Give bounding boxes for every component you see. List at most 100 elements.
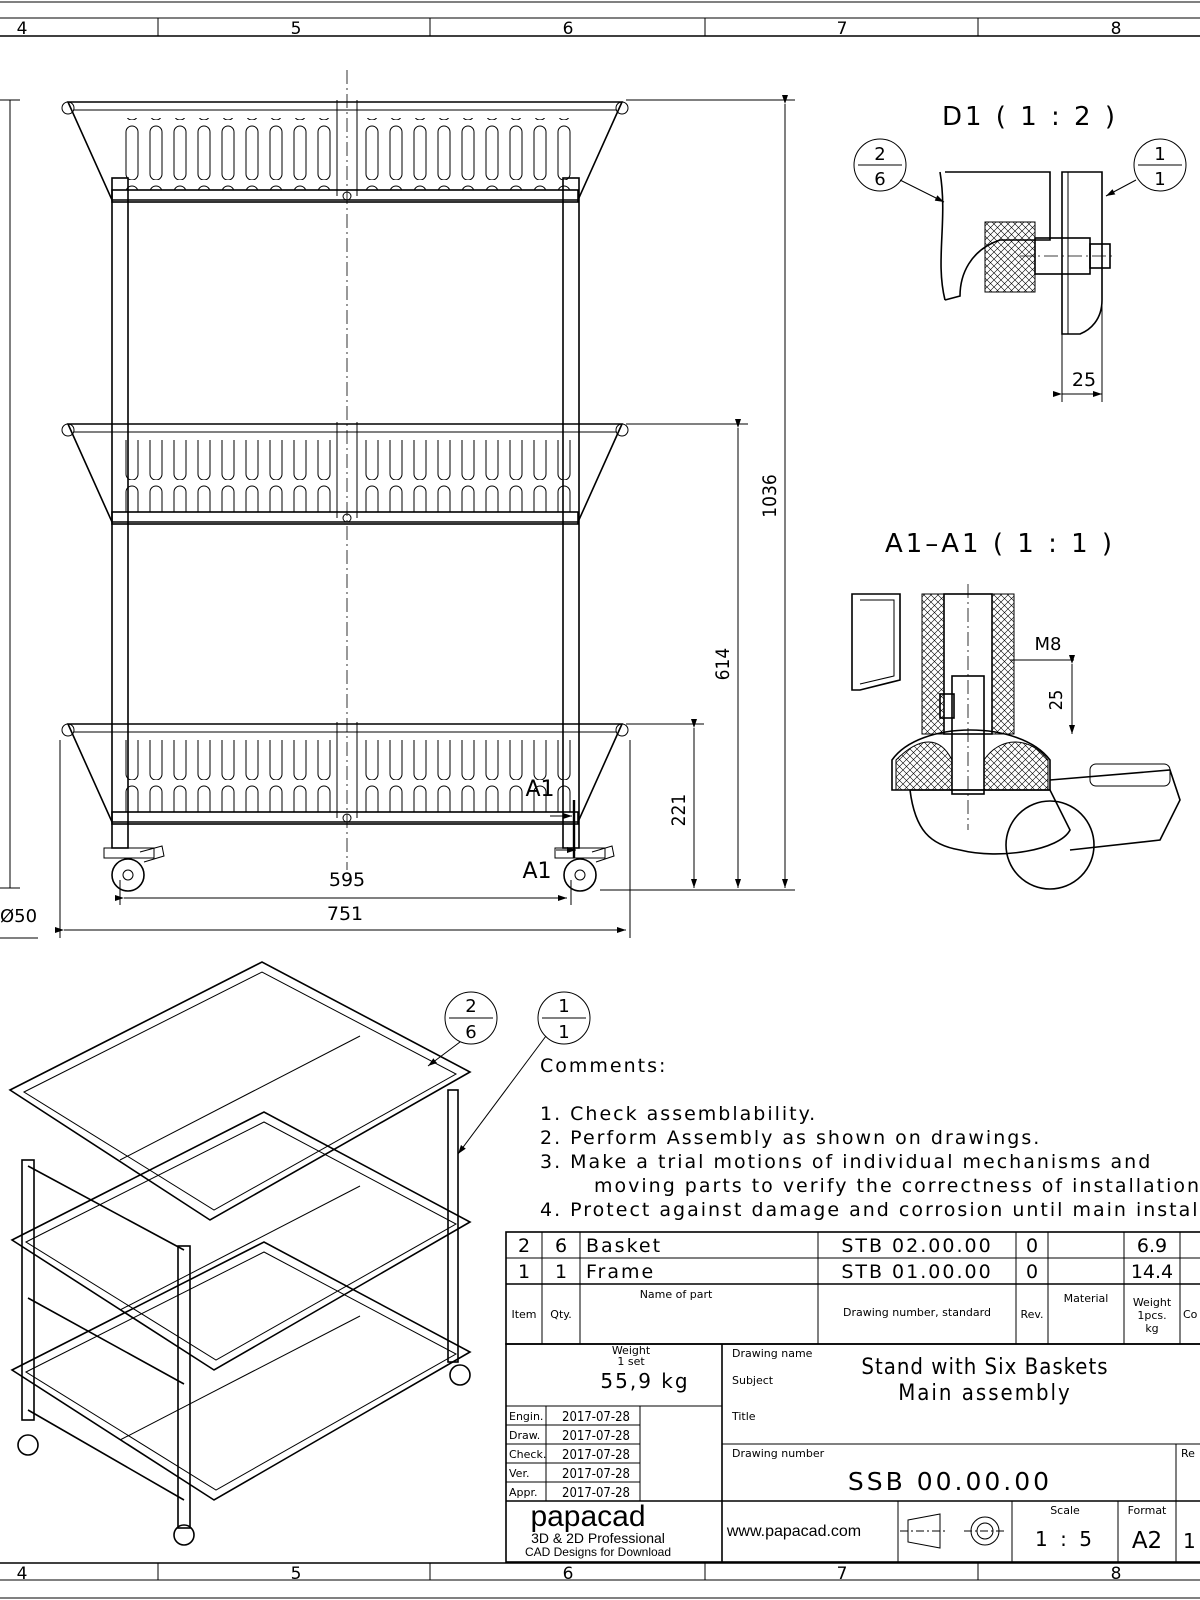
comment-line: 3. Make a trial motions of individual me… xyxy=(540,1151,1152,1173)
zone-label: 4 xyxy=(17,19,28,39)
zone-label: 6 xyxy=(563,1564,574,1584)
bom-header-name: Name of part xyxy=(640,1288,713,1301)
zone-label: 6 xyxy=(563,19,574,39)
bom-header-item: Item xyxy=(511,1308,536,1321)
zone-label: 7 xyxy=(837,19,848,39)
approval-rows: Engin. 2017-07-28 Draw. 2017-07-28 Check… xyxy=(509,1410,630,1501)
approval-role: Check. xyxy=(509,1448,546,1461)
bom-header-weight-kg: kg xyxy=(1145,1322,1158,1335)
detail-d1-title: D1 ( 1 : 2 ) xyxy=(942,102,1118,132)
approval-role: Draw. xyxy=(509,1429,540,1442)
bom-header-weight: Weight xyxy=(1133,1296,1172,1309)
drawing-name-line1: Stand with Six Baskets xyxy=(861,1355,1108,1380)
logo-name: papacad xyxy=(530,1500,645,1533)
dim-height-mid: 614 xyxy=(712,648,734,681)
balloon-d1-right-qty: 1 xyxy=(1154,169,1165,190)
iso-balloon-1-qty: 6 xyxy=(465,1022,476,1043)
zone-labels-top: 4 5 6 7 8 xyxy=(17,19,1122,39)
bom-cell-item: 2 xyxy=(518,1235,530,1257)
bom-cell-item: 1 xyxy=(518,1261,530,1283)
total-weight: 55,9 kg xyxy=(600,1369,689,1393)
iso-balloon-2-item: 1 xyxy=(558,996,569,1017)
bom-cell-rev: 0 xyxy=(1026,1235,1038,1257)
scale-label: Scale xyxy=(1050,1504,1080,1517)
title-label: Title xyxy=(731,1410,756,1423)
bom-cell-drawing: STB 02.00.00 xyxy=(841,1235,992,1257)
iso-post-rear-right xyxy=(447,1089,459,1363)
subject-label: Subject xyxy=(732,1374,774,1387)
caster-left xyxy=(103,845,165,892)
iso-post-front-left xyxy=(21,1159,35,1421)
section-a1-thread: M8 xyxy=(1035,634,1062,655)
front-view: A1 A1 xyxy=(61,70,629,892)
approval-role: Ver. xyxy=(509,1467,529,1480)
weight-sublabel: 1 set xyxy=(617,1355,645,1368)
drawing-name-line2: Main assembly xyxy=(898,1381,1072,1406)
title-block: Weight 1 set 55,9 kg Engin. 2017-07-28 D… xyxy=(505,1343,1200,1563)
detail-d1-dim: 25 xyxy=(1072,369,1096,391)
dim-wheel-diameter: Ø50 xyxy=(0,906,37,927)
comment-line: 2. Perform Assembly as shown on drawings… xyxy=(540,1127,1041,1149)
zone-labels-bottom: 4 5 6 7 8 xyxy=(17,1564,1122,1584)
detail-d1: D1 ( 1 : 2 ) 2 6 1 1 25 xyxy=(853,102,1187,402)
basket-tier-top xyxy=(61,100,629,203)
logo-tagline: 3D & 2D Professional xyxy=(531,1530,665,1546)
sheet-number: 1 xyxy=(1183,1529,1196,1553)
format-value: A2 xyxy=(1132,1528,1162,1554)
scale-value: 1 : 5 xyxy=(1035,1527,1095,1551)
bom-row: 1 1 Frame STB 01.00.00 0 14.4 xyxy=(518,1261,1173,1283)
dim-height-total: 1036 xyxy=(759,474,781,518)
bom-header-material: Material xyxy=(1064,1292,1109,1305)
projection-symbol xyxy=(900,1513,1006,1549)
dim-inner-width: 595 xyxy=(329,869,365,891)
approval-role: Engin. xyxy=(509,1410,543,1423)
bom-cell-rev: 0 xyxy=(1026,1261,1038,1283)
bom-cell-name: Frame xyxy=(586,1261,655,1283)
bom-header-qty: Qty. xyxy=(550,1308,571,1321)
bom-header: Item Qty. Name of part Drawing number, s… xyxy=(511,1288,1197,1335)
drawing-number-label: Drawing number xyxy=(732,1447,825,1460)
comment-line: moving parts to verify the correctness o… xyxy=(594,1175,1200,1197)
bom-header-weight-unit: 1pcs. xyxy=(1137,1309,1166,1322)
front-view-dimensions: 595 751 1036 614 221 Ø50 xyxy=(0,95,795,939)
bom-row: 2 6 Basket STB 02.00.00 0 6.9 xyxy=(518,1235,1167,1257)
section-mark-lower: A1 xyxy=(522,859,551,884)
comment-line: 4. Protect against damage and corrosion … xyxy=(540,1199,1200,1221)
bom-header-comments: Co xyxy=(1183,1308,1198,1321)
approval-date: 2017-07-28 xyxy=(562,1448,630,1463)
zone-label: 5 xyxy=(291,19,302,39)
zone-label: 4 xyxy=(17,1564,28,1584)
revision-label: Re xyxy=(1181,1447,1195,1460)
drawing-name-label: Drawing name xyxy=(732,1347,813,1360)
zone-label: 7 xyxy=(837,1564,848,1584)
approval-date: 2017-07-28 xyxy=(562,1429,630,1444)
approval-date: 2017-07-28 xyxy=(562,1410,630,1425)
bom-cell-drawing: STB 01.00.00 xyxy=(841,1261,992,1283)
dim-overall-width: 751 xyxy=(327,903,363,925)
basket-tier-middle xyxy=(61,422,629,525)
iso-post-front-right xyxy=(177,1245,191,1529)
caster-right xyxy=(554,845,615,892)
format-label: Format xyxy=(1128,1504,1167,1517)
section-a1: A1–A1 ( 1 : 1 ) M8 25 xyxy=(851,529,1181,890)
balloon-d1-left-qty: 6 xyxy=(874,169,885,190)
bom-cell-weight: 6.9 xyxy=(1137,1235,1167,1257)
approval-date: 2017-07-28 xyxy=(562,1486,630,1501)
zone-label: 5 xyxy=(291,1564,302,1584)
approval-role: Appr. xyxy=(509,1486,538,1499)
bom-cell-qty: 1 xyxy=(555,1261,567,1283)
iso-balloon-2-qty: 1 xyxy=(558,1022,569,1043)
bom-cell-name: Basket xyxy=(586,1235,662,1257)
website: www.papacad.com xyxy=(726,1523,861,1540)
bom-cell-weight: 14.4 xyxy=(1131,1261,1173,1283)
comments: Comments: 1. Check assemblability. 2. Pe… xyxy=(540,1055,1200,1221)
iso-balloons: 2 6 1 1 xyxy=(427,991,591,1155)
bom-table: 2 6 Basket STB 02.00.00 0 6.9 1 1 Frame … xyxy=(505,1231,1200,1345)
basket-tier-bottom xyxy=(61,722,629,825)
weight-label: Weight xyxy=(612,1344,651,1357)
logo-subline: CAD Designs for Download xyxy=(525,1545,671,1559)
iso-balloon-1-item: 2 xyxy=(465,996,476,1017)
section-mark-upper: A1 xyxy=(525,777,554,802)
